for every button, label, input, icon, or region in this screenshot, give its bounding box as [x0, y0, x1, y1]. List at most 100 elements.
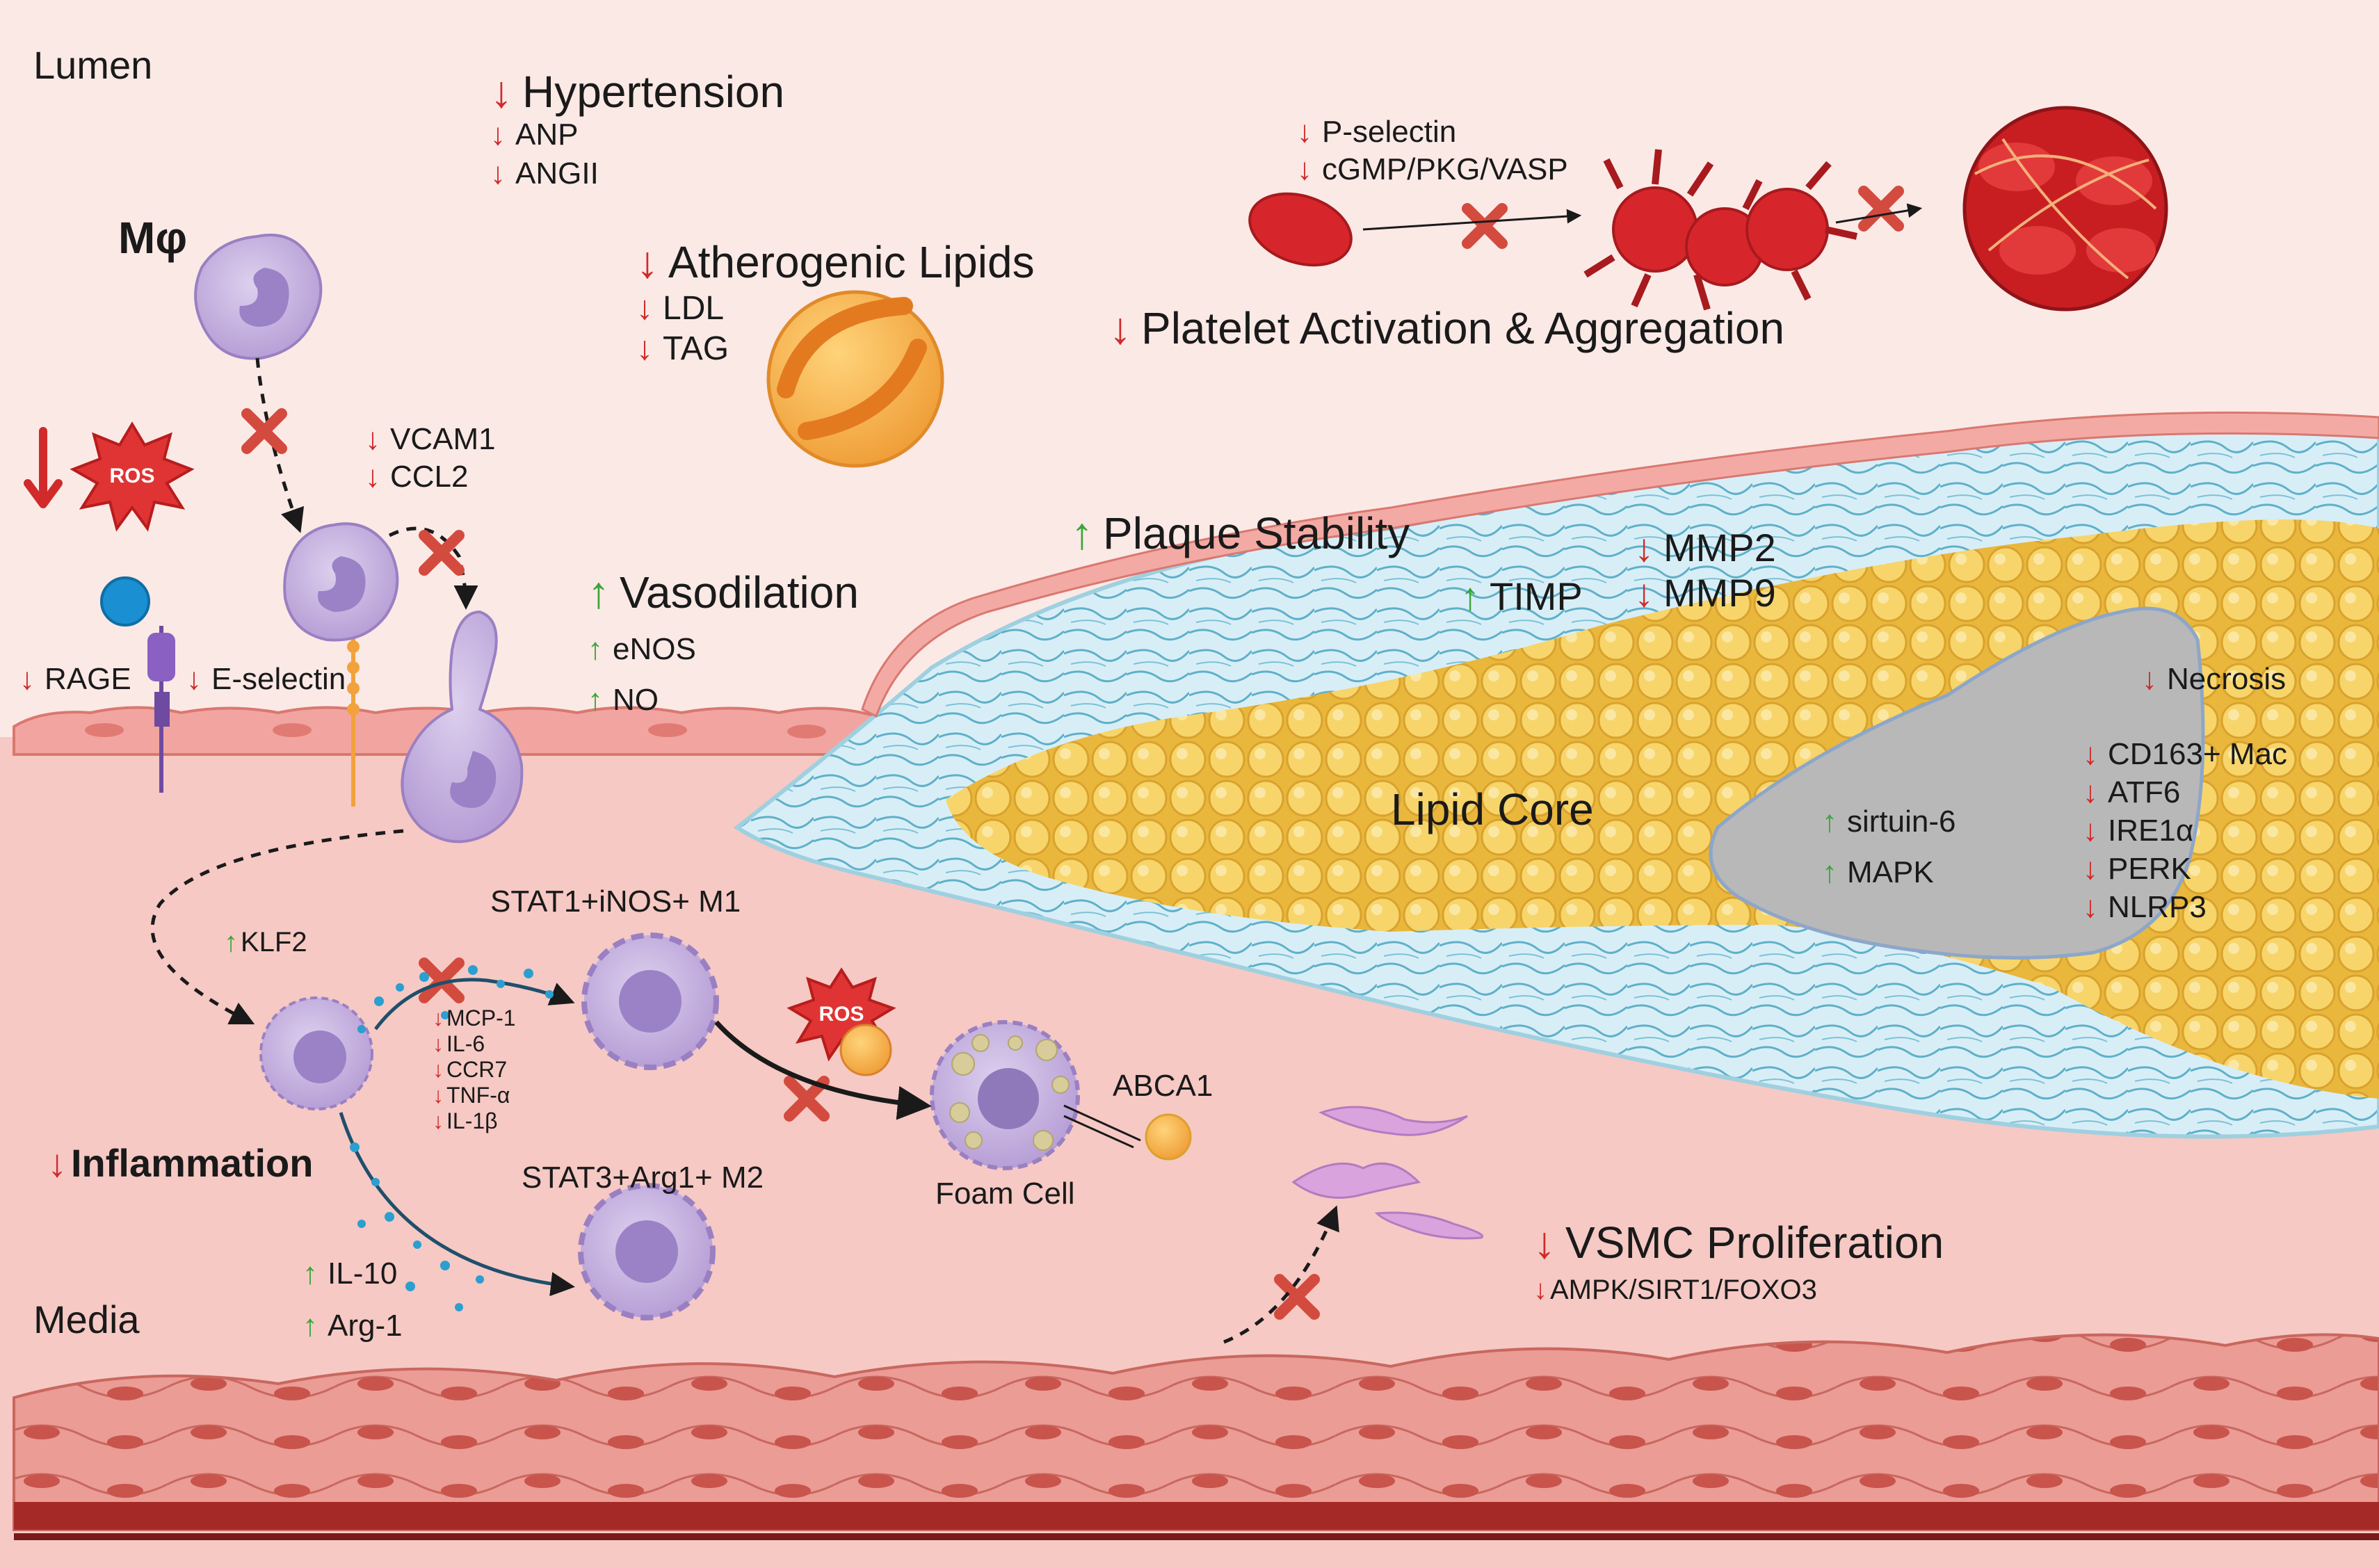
down-arrow-icon: ↓	[1533, 1218, 1556, 1268]
m2-marker: ↑IL-10	[303, 1256, 398, 1291]
up-arrow-icon: ↑	[1822, 805, 1837, 839]
adhesion-item: ↓CCL2	[365, 460, 469, 494]
hypertension-title: ↓Hypertension	[490, 67, 785, 117]
mmp-label: ↓MMP2	[1634, 526, 1776, 569]
up-arrow-icon: ↑	[303, 1256, 318, 1291]
necrotic-marker: ↓ATF6	[2083, 775, 2181, 809]
down-arrow-icon: ↓	[433, 1083, 444, 1108]
necrosis-label: ↓Necrosis	[2142, 662, 2287, 696]
mapk-label: ↑MAPK	[1822, 855, 1934, 889]
down-arrow-icon: ↓	[365, 422, 380, 456]
m2-marker: ↑Arg-1	[303, 1309, 403, 1343]
ros-lipid-droplet	[839, 1024, 892, 1076]
down-arrow-icon: ↓	[636, 237, 659, 287]
platelet-aggregate-icon	[1962, 106, 2168, 312]
m1-cytokine: ↓IL-1β	[433, 1108, 498, 1133]
media-smooth-muscle	[13, 1333, 2379, 1531]
down-arrow-icon: ↓	[1634, 526, 1654, 569]
m1-cytokine: ↓TNF-α	[433, 1083, 510, 1108]
media-label: Media	[33, 1298, 140, 1341]
down-arrow-icon: ↓	[490, 118, 506, 152]
plaque-endothelium	[861, 411, 2379, 718]
foam-conversion-arrow	[714, 1020, 932, 1120]
down-arrow-icon: ↓	[433, 1108, 444, 1133]
ros-down-arrow-icon	[24, 427, 63, 508]
activated-platelets-icon	[1583, 149, 1858, 311]
lipid-core-label: Lipid Core	[1391, 784, 1594, 834]
klf2-label: ↑KLF2	[224, 927, 307, 957]
up-arrow-icon: ↑	[588, 567, 610, 617]
lipid-item: ↓TAG	[636, 330, 729, 367]
up-arrow-icon: ↑	[224, 927, 238, 957]
down-arrow-icon: ↓	[365, 460, 380, 494]
migration-arrow-2	[388, 526, 478, 610]
platelet-activation-arrow	[1362, 209, 1582, 231]
foam-cell-icon	[930, 1020, 1080, 1170]
timp-label: ↑TIMP	[1460, 574, 1583, 618]
down-arrow-icon: ↓	[1634, 571, 1654, 615]
inflammation-label: ↓Inflammation	[47, 1141, 314, 1185]
down-arrow-icon: ↓	[2083, 737, 2098, 771]
vasodilation-item: ↑eNOS	[588, 632, 696, 666]
macrophage-recruited-icon	[259, 996, 373, 1110]
m1-cytokine: ↓IL-6	[433, 1031, 485, 1056]
platelet-marker: ↓cGMP/PKG/VASP	[1297, 152, 1568, 186]
necrotic-marker: ↓IRE1α	[2083, 814, 2194, 848]
down-arrow-icon: ↓	[636, 330, 653, 367]
up-arrow-icon: ↑	[588, 683, 603, 717]
rage-receptor-icon	[100, 576, 175, 793]
down-arrow-icon: ↓	[2142, 662, 2157, 696]
up-arrow-icon: ↑	[1822, 855, 1837, 889]
necrotic-marker: ↓PERK	[2083, 852, 2191, 886]
ros-burst-lumen: ROS	[70, 421, 195, 532]
platelet-marker: ↓P-selectin	[1297, 115, 1457, 149]
hypertension-item: ↓ANGII	[490, 156, 599, 191]
m1-macrophage-icon	[581, 932, 719, 1070]
lumen-label: Lumen	[33, 43, 153, 87]
vasodilation-title: ↑Vasodilation	[588, 567, 859, 617]
mmp-label: ↓MMP9	[1634, 571, 1776, 615]
e-selectin-label: ↓E-selectin	[186, 662, 346, 696]
down-arrow-icon: ↓	[186, 662, 202, 696]
necrotic-core	[1709, 606, 2205, 960]
hypertension-item: ↓ANP	[490, 118, 579, 152]
macrophage-label: Mφ	[118, 213, 188, 263]
necrotic-marker: ↓NLRP3	[2083, 890, 2207, 924]
adventitia-line	[14, 1533, 2379, 1540]
vsmc-cells-icon	[1291, 1106, 1484, 1240]
plaque-stability-title: ↑Plaque Stability	[1071, 508, 1410, 558]
abca1-efflux-arrow	[1063, 1104, 1141, 1149]
macrophage-transmigrating-icon	[401, 610, 524, 843]
down-arrow-icon: ↓	[1533, 1275, 1547, 1305]
up-arrow-icon: ↑	[1071, 508, 1093, 558]
down-arrow-icon: ↓	[2083, 890, 2098, 924]
down-arrow-icon: ↓	[636, 290, 653, 327]
up-arrow-icon: ↑	[588, 632, 603, 666]
down-arrow-icon: ↓	[490, 156, 506, 191]
down-arrow-icon: ↓	[1297, 115, 1312, 149]
macrophage-circulating-icon	[194, 234, 323, 360]
vsmc-title: ↓VSMC Proliferation	[1533, 1218, 1944, 1268]
down-arrow-icon: ↓	[2083, 775, 2098, 809]
down-arrow-icon: ↓	[2083, 852, 2098, 886]
abca1-label: ABCA1	[1113, 1069, 1213, 1103]
vsmc-pathway: ↓AMPK/SIRT1/FOXO3	[1533, 1275, 1817, 1305]
m2-title: STAT3+Arg1+ M2	[522, 1161, 764, 1195]
up-arrow-icon: ↑	[303, 1309, 318, 1343]
up-arrow-icon: ↑	[1460, 574, 1480, 618]
ros-lumen-label: ROS	[109, 464, 154, 487]
m1-cytokine: ↓MCP-1	[433, 1005, 516, 1030]
down-arrow-icon: ↓	[1109, 303, 1131, 353]
down-arrow-icon: ↓	[47, 1141, 67, 1185]
m1-cytokine: ↓CCR7	[433, 1057, 508, 1082]
lipoprotein-icon	[766, 290, 944, 468]
down-arrow-icon: ↓	[490, 67, 513, 117]
down-arrow-icon: ↓	[1297, 152, 1312, 186]
adventitia-band	[14, 1502, 2379, 1530]
resting-platelet-icon	[1248, 192, 1353, 267]
migration-arrow-3	[150, 829, 404, 1025]
vasodilation-item: ↑NO	[588, 683, 659, 717]
rage-label: ↓RAGE	[19, 662, 131, 696]
down-arrow-icon: ↓	[433, 1005, 444, 1030]
down-arrow-icon: ↓	[19, 662, 35, 696]
